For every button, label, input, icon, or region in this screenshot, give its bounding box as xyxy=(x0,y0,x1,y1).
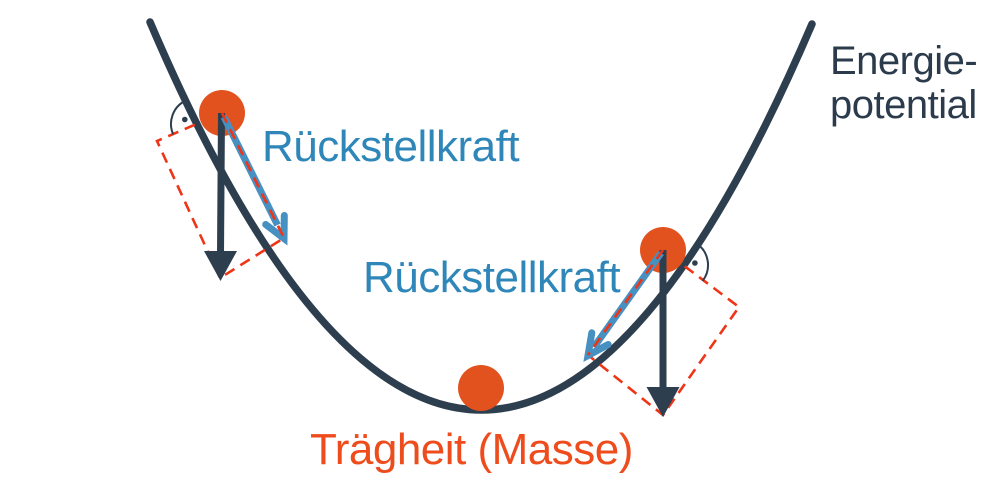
right-angle-arc-right xyxy=(696,242,710,282)
restoring-force-label-upper: Rückstellkraft xyxy=(262,122,519,171)
right-angle-arc-left xyxy=(170,99,186,135)
energy-potential-curve xyxy=(146,18,816,414)
restoring-force-arrowhead-right xyxy=(583,329,612,363)
restoring-force-label-lower: Rückstellkraft xyxy=(363,253,620,302)
restoring-force-arrowhead-left xyxy=(262,212,288,246)
energy-potential-label-line2: potential xyxy=(830,83,977,127)
decomposition-dash-overlay-left xyxy=(220,112,286,239)
right-angle-dot-right xyxy=(692,260,698,266)
mass-ball-bottom xyxy=(458,365,504,411)
right-angle-dot-left xyxy=(182,116,188,123)
decomposition-dash-overlay-right xyxy=(586,249,665,356)
inertia-mass-label: Trägheit (Masse) xyxy=(310,425,633,474)
gravity-arrow-shaft-left xyxy=(217,112,225,255)
gravity-arrowhead-right xyxy=(646,387,680,417)
energy-potential-label-line1: Energie- xyxy=(830,39,977,83)
gravity-arrowhead-left xyxy=(204,251,237,281)
